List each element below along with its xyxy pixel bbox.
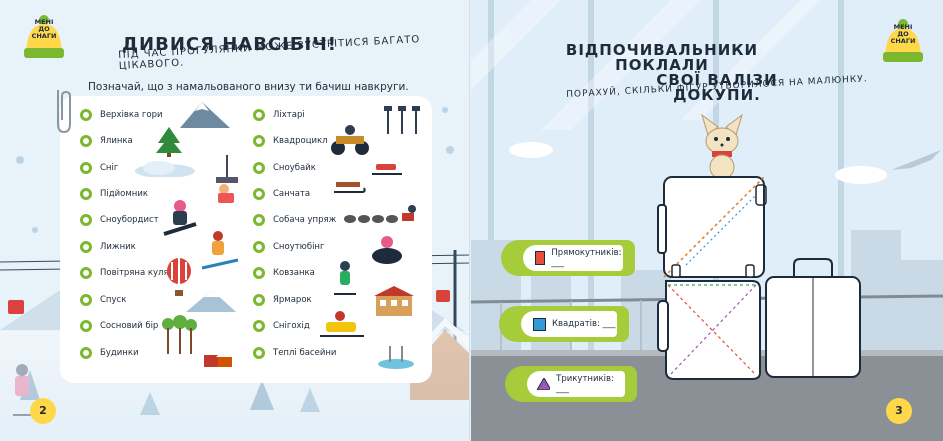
mountain-peak-icon: [180, 102, 230, 128]
check-item[interactable]: Квадроцикл: [253, 131, 328, 151]
check-item[interactable]: Верхівка гори: [80, 105, 163, 125]
skier-icon: [201, 231, 239, 270]
checklist-card: [60, 96, 432, 383]
check-item[interactable]: Ярмарок: [253, 290, 312, 310]
paperclip-icon: [57, 90, 71, 134]
checkbox-ring[interactable]: [80, 267, 92, 279]
square-icon: [533, 317, 546, 331]
checkbox-ring[interactable]: [253, 162, 265, 174]
stacked-suitcases: [657, 113, 861, 380]
checkbox-ring[interactable]: [253, 241, 265, 253]
street-lamps-icon: [384, 106, 420, 134]
hot-air-balloon-icon: [167, 258, 191, 296]
check-item[interactable]: Сноутюбінг: [253, 237, 324, 257]
checkbox-ring[interactable]: [80, 162, 92, 174]
left-page-number: 2: [30, 398, 56, 424]
rectangles-answer[interactable]: Прямокутників: ___: [551, 248, 622, 268]
checkbox-ring[interactable]: [80, 188, 92, 200]
check-item[interactable]: Санчата: [253, 184, 310, 204]
check-item[interactable]: Снігохід: [253, 316, 310, 336]
check-item[interactable]: Сніг: [80, 158, 118, 178]
check-item[interactable]: Ліхтарі: [253, 105, 305, 125]
checkbox-ring[interactable]: [80, 135, 92, 147]
checkbox-ring[interactable]: [253, 214, 265, 226]
check-item[interactable]: Ковзанка: [253, 263, 315, 283]
checkbox-ring[interactable]: [80, 347, 92, 359]
checkbox-ring[interactable]: [253, 347, 265, 359]
sled-icon: [334, 182, 366, 193]
checkbox-ring[interactable]: [80, 320, 92, 332]
check-item[interactable]: Лижник: [80, 237, 136, 257]
checkbox-ring[interactable]: [253, 109, 265, 121]
check-item[interactable]: Спуск: [80, 290, 126, 310]
squares-answer[interactable]: Квадратів: ___: [552, 319, 616, 329]
checkbox-ring[interactable]: [253, 188, 265, 200]
check-item[interactable]: Теплі басейни: [253, 343, 336, 363]
checkbox-ring[interactable]: [80, 241, 92, 253]
instruction-text: Позначай, що з намальованого внизу ти ба…: [88, 81, 409, 93]
checkbox-ring[interactable]: [253, 267, 265, 279]
chihuahua-dog-icon: [701, 113, 743, 180]
check-item[interactable]: Сноубайк: [253, 158, 316, 178]
check-item[interactable]: Сосновий бір: [80, 316, 158, 336]
ski-lift-icon: [216, 155, 238, 203]
left-title: ДИВИСЯ НАВСІБІЧ!: [122, 34, 338, 55]
snowboarder-icon: [163, 200, 197, 236]
right-title: ВІДПОЧИВАЛЬНИКИ ПОКЛАЛИ СВОЇ ВАЛІЗИ ДОКУ…: [565, 41, 778, 104]
snowmobile-icon: [320, 311, 364, 337]
snowtubing-icon: [372, 236, 402, 264]
check-item[interactable]: Ялинка: [80, 131, 133, 151]
snowbike-icon: [372, 164, 402, 175]
slope-icon: [186, 290, 236, 312]
check-item[interactable]: Собача упряж: [253, 210, 336, 230]
fair-stall-icon: [374, 286, 414, 316]
houses-icon: [202, 345, 234, 367]
rectangle-icon: [535, 251, 546, 265]
hat-logo-icon: [883, 19, 923, 62]
squares-label: Квадратів: ___: [499, 306, 629, 342]
skater-icon: [334, 261, 356, 295]
triangle-icon: [537, 378, 551, 390]
checkbox-ring[interactable]: [253, 320, 265, 332]
pine-forest-icon: [162, 315, 197, 354]
checkbox-ring[interactable]: [80, 294, 92, 306]
triangles-label: Трикутників: ___: [505, 366, 637, 402]
check-item[interactable]: Сноубордист: [80, 210, 159, 230]
check-item[interactable]: Будинки: [80, 343, 138, 363]
fir-tree-icon: [156, 127, 182, 157]
dog-sled-icon: [344, 205, 416, 223]
hat-logo-icon: [24, 15, 64, 58]
snow-pile-icon: [135, 161, 195, 177]
rectangles-label: Прямокутників: ___: [501, 240, 635, 276]
triangles-answer[interactable]: Трикутників: ___: [556, 374, 614, 394]
checkbox-ring[interactable]: [253, 294, 265, 306]
quad-bike-icon: [331, 125, 369, 155]
checkbox-ring[interactable]: [253, 135, 265, 147]
check-item[interactable]: Підйомник: [80, 184, 148, 204]
checkbox-ring[interactable]: [80, 214, 92, 226]
right-page-number: 3: [886, 398, 912, 424]
heated-pools-icon: [378, 346, 414, 369]
check-item[interactable]: Повітряна куля: [80, 263, 169, 283]
checkbox-ring[interactable]: [80, 109, 92, 121]
